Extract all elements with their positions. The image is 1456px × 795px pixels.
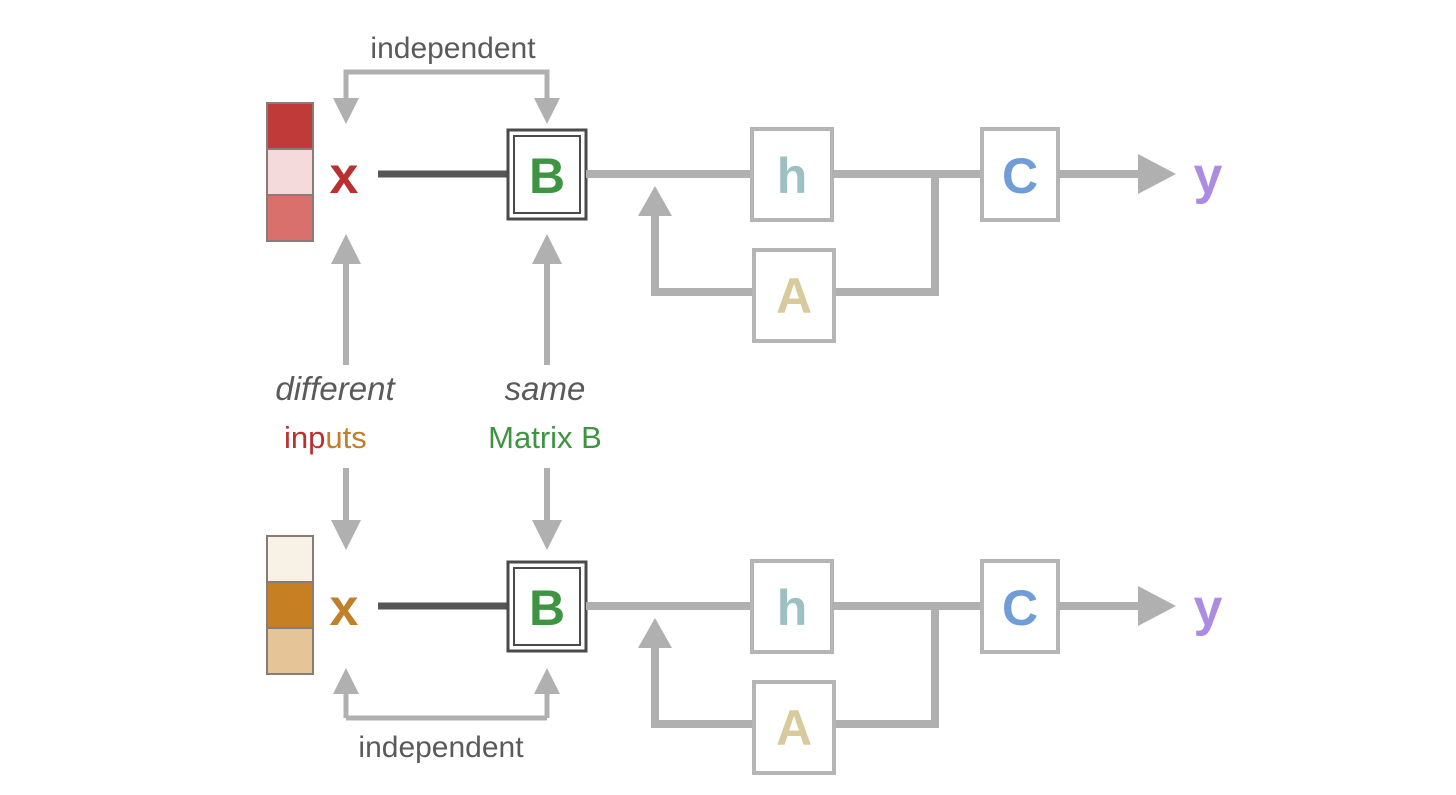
row-bottom: x B h A C [266, 535, 1223, 775]
state-h-box-bottom: h [750, 559, 834, 654]
matrix-b-annotation-label: Matrix B [488, 420, 602, 455]
top-independent-label: independent [370, 32, 536, 65]
input-swatch-stack-top [266, 102, 314, 242]
feedback-a-box-bottom: A [752, 680, 836, 775]
output-matrix-c-label-top: C [1002, 148, 1038, 204]
arrow-up-to-matrix-top [532, 234, 562, 365]
wire-c-to-y-top [1058, 154, 1176, 194]
swatch-cell [266, 535, 314, 583]
bottom-independent-label: independent [358, 731, 524, 764]
swatch-cell [266, 102, 314, 150]
input-label-x-bottom: x [330, 579, 359, 637]
state-h-label-bottom: h [777, 580, 808, 636]
output-label-y-bottom: y [1194, 579, 1223, 637]
feedback-a-box-top: A [752, 248, 836, 343]
arrow-down-to-inputs-bottom [331, 468, 361, 550]
bottom-independent-bracket [333, 668, 560, 721]
same-italic-label: same [505, 370, 586, 407]
inputs-label-part1: inp [284, 420, 325, 455]
state-h-label-top: h [777, 148, 808, 204]
swatch-cell [266, 194, 314, 242]
matrix-b-label-top: B [529, 148, 565, 204]
inputs-label: inputs [284, 420, 367, 455]
matrix-b-box-top: B [506, 128, 588, 221]
matrix-b-label-bottom: B [529, 580, 565, 636]
top-independent-bracket [333, 69, 560, 124]
output-matrix-c-box-bottom: C [980, 559, 1060, 654]
different-italic-label: different [275, 370, 396, 407]
input-label-x-top: x [330, 147, 359, 205]
output-label-y-top: y [1194, 147, 1223, 205]
output-matrix-c-box-top: C [980, 127, 1060, 222]
feedback-loop-top [638, 174, 939, 296]
output-matrix-c-label-bottom: C [1002, 580, 1038, 636]
inputs-label-part2: uts [325, 420, 366, 455]
matrix-b-box-bottom: B [506, 560, 588, 653]
feedback-loop-bottom [638, 606, 939, 728]
wire-c-to-y-bottom [1058, 586, 1176, 626]
swatch-cell [266, 581, 314, 629]
arrow-up-to-inputs-top [331, 234, 361, 365]
feedback-a-label-top: A [776, 268, 812, 324]
swatch-cell [266, 148, 314, 196]
state-h-box-top: h [750, 127, 834, 222]
middle-annotations: different inputs same Matrix B [275, 234, 602, 550]
row-top: independent x B h [266, 32, 1223, 343]
feedback-a-label-bottom: A [776, 700, 812, 756]
arrow-down-to-matrix-bottom [532, 468, 562, 550]
input-swatch-stack-bottom [266, 535, 314, 675]
swatch-cell [266, 627, 314, 675]
